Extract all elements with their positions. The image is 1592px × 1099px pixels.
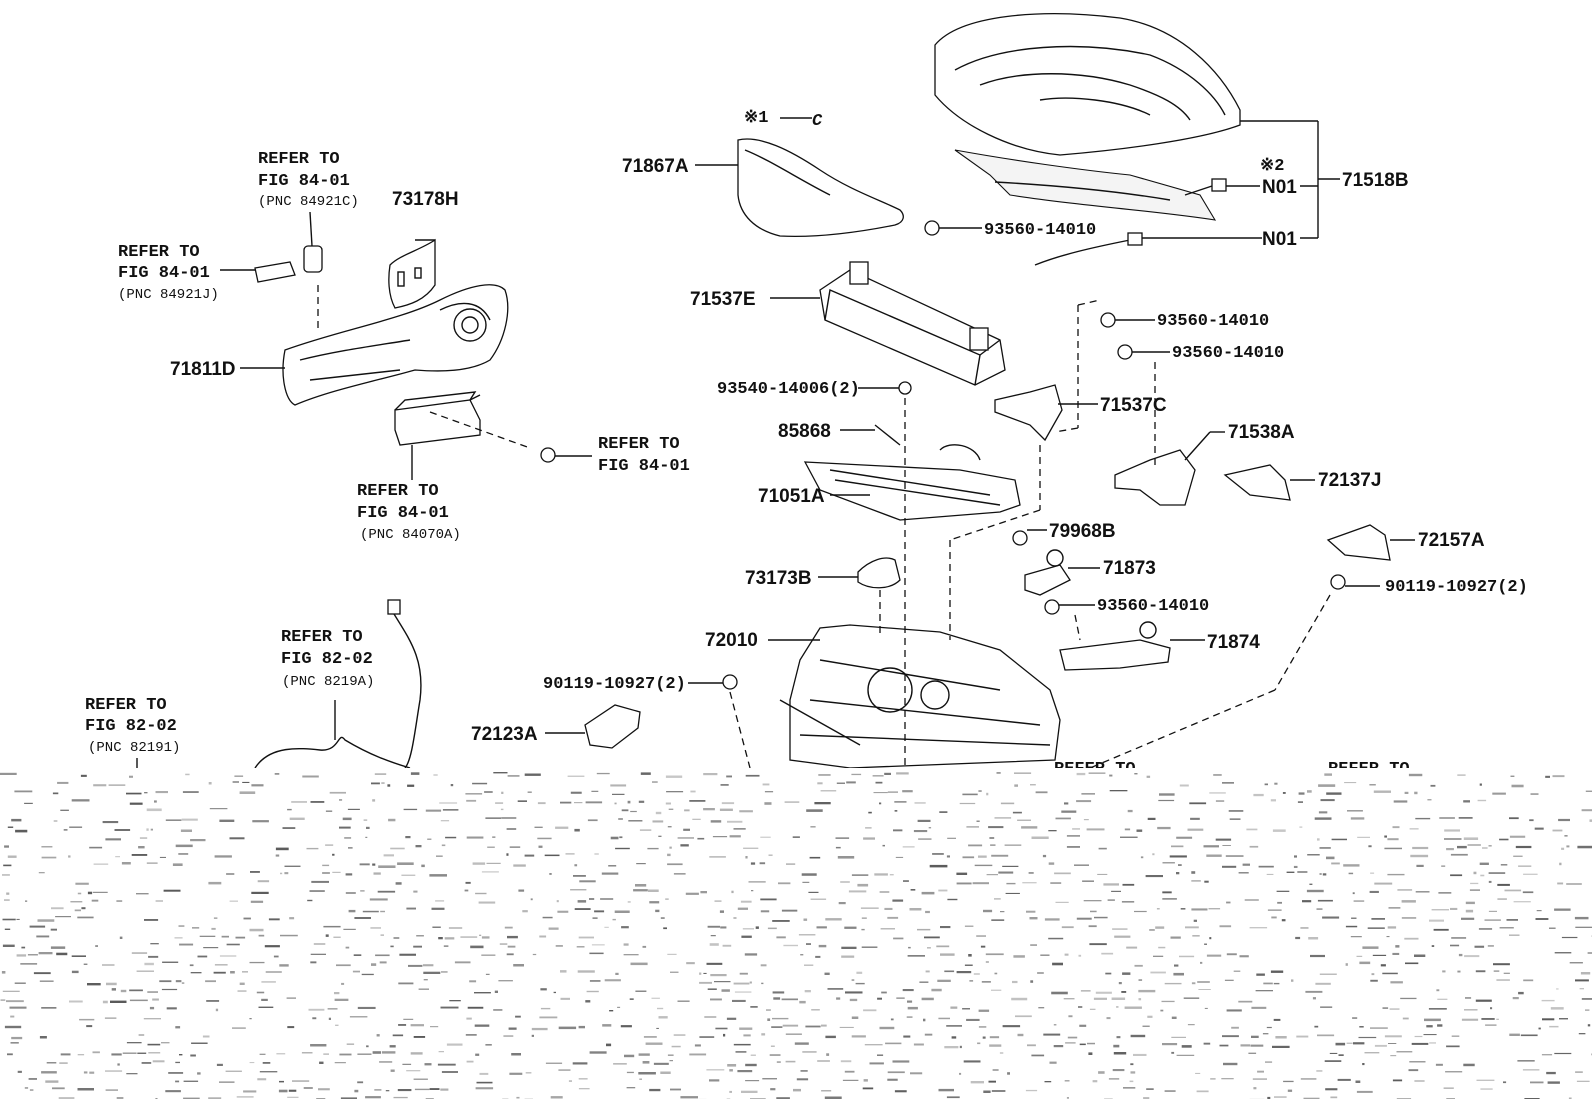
label-72010: 72010 xyxy=(705,630,758,651)
label-93540: 93540-14006(2) xyxy=(717,380,860,399)
label-90119-right: 90119-10927(2) xyxy=(1385,578,1528,597)
label-79968B: 79968B xyxy=(1049,521,1116,542)
reference-labels: REFER TO FIG 84-01 (PNC 84921C) REFER TO… xyxy=(85,150,1410,779)
label-72157A: 72157A xyxy=(1418,530,1485,551)
cover-73178H-drawing xyxy=(388,238,436,309)
pad-drawing xyxy=(819,261,1006,386)
label-71873: 71873 xyxy=(1103,558,1156,579)
note1-c: C xyxy=(812,112,823,131)
front-trim-drawing xyxy=(737,138,904,238)
svg-text:FIG 84-01: FIG 84-01 xyxy=(357,504,449,523)
label-N01-upper: N01 xyxy=(1262,177,1297,198)
note-markers: ※1 C ※2 xyxy=(744,109,1284,176)
switch-drawings xyxy=(254,245,323,283)
svg-text:FIG 82-02: FIG 82-02 xyxy=(281,650,373,669)
label-71538A: 71538A xyxy=(1228,422,1295,443)
svg-text:REFER TO: REFER TO xyxy=(357,482,439,501)
label-71537C: 71537C xyxy=(1100,395,1167,416)
svg-text:REFER TO: REFER TO xyxy=(85,696,167,715)
side-shield-drawing xyxy=(282,284,509,406)
svg-text:REFER TO: REFER TO xyxy=(598,435,680,454)
svg-text:REFER TO: REFER TO xyxy=(258,150,340,169)
ref-8219A: REFER TO FIG 82-02 (PNC 8219A) xyxy=(281,628,374,690)
label-90119-left: 90119-10927(2) xyxy=(543,675,686,694)
label-71051A: 71051A xyxy=(758,486,825,507)
label-93560-mid2: 93560-14010 xyxy=(1172,344,1284,363)
svg-text:FIG 84-01: FIG 84-01 xyxy=(118,264,210,283)
svg-text:(PNC 8219A): (PNC 8219A) xyxy=(282,674,374,690)
label-93560-mid1: 93560-14010 xyxy=(1157,312,1269,331)
ref-84921J: REFER TO FIG 84-01 (PNC 84921J) xyxy=(118,243,219,303)
svg-text:REFER TO: REFER TO xyxy=(118,243,200,262)
label-73178H: 73178H xyxy=(392,189,459,210)
svg-text:(PNC 82191): (PNC 82191) xyxy=(88,740,180,756)
clip-and-hinge-drawings xyxy=(857,549,1171,671)
bracket-drawings xyxy=(994,384,1391,561)
spring-frame-drawing xyxy=(803,424,1021,521)
heater-connector-drawing xyxy=(1034,178,1227,266)
note2-mark: ※2 xyxy=(1260,157,1284,176)
label-93560-lower: 93560-14010 xyxy=(1097,597,1209,616)
ref-84921C: REFER TO FIG 84-01 (PNC 84921C) xyxy=(258,150,359,210)
label-71874: 71874 xyxy=(1207,632,1260,653)
wire-harness-drawing xyxy=(136,599,422,769)
dashed-assembly-lines xyxy=(317,285,1331,769)
svg-text:(PNC 84070A): (PNC 84070A) xyxy=(360,527,461,543)
svg-text:REFER TO: REFER TO xyxy=(281,628,363,647)
label-73173B: 73173B xyxy=(745,568,812,589)
svg-text:FIG 84-01: FIG 84-01 xyxy=(598,457,690,476)
cushion-cover-drawing xyxy=(934,13,1241,221)
svg-text:(PNC 84921J): (PNC 84921J) xyxy=(118,287,219,303)
seat-frame-drawing xyxy=(779,624,1061,769)
leader-lines xyxy=(220,117,1415,734)
label-71811D: 71811D xyxy=(170,359,236,380)
label-72137J: 72137J xyxy=(1318,470,1381,491)
scan-noise-band xyxy=(0,768,1592,1099)
bracket-72123A-drawing xyxy=(584,704,641,749)
screw-icons xyxy=(540,220,1346,690)
svg-text:(PNC 84921C): (PNC 84921C) xyxy=(258,194,359,210)
label-71867A: 71867A xyxy=(622,156,689,177)
label-72123A: 72123A xyxy=(471,724,538,745)
label-71518B: 71518B xyxy=(1342,170,1409,191)
note1-mark: ※1 xyxy=(744,109,768,128)
label-71537E: 71537E xyxy=(690,289,756,310)
label-N01-lower: N01 xyxy=(1262,229,1297,250)
part-number-labels: 71867A 71518B N01 N01 93560-14010 71537E… xyxy=(170,156,1528,745)
svg-text:FIG 82-02: FIG 82-02 xyxy=(85,717,177,736)
ref-fig-84-01-screw: REFER TO FIG 84-01 xyxy=(598,435,690,476)
ref-84070A: REFER TO FIG 84-01 (PNC 84070A) xyxy=(357,482,461,543)
ecu-drawing xyxy=(394,391,481,446)
label-93560-upper: 93560-14010 xyxy=(984,221,1096,240)
svg-text:FIG 84-01: FIG 84-01 xyxy=(258,172,350,191)
ref-82191: REFER TO FIG 82-02 (PNC 82191) xyxy=(85,696,180,756)
label-85868: 85868 xyxy=(778,421,831,442)
